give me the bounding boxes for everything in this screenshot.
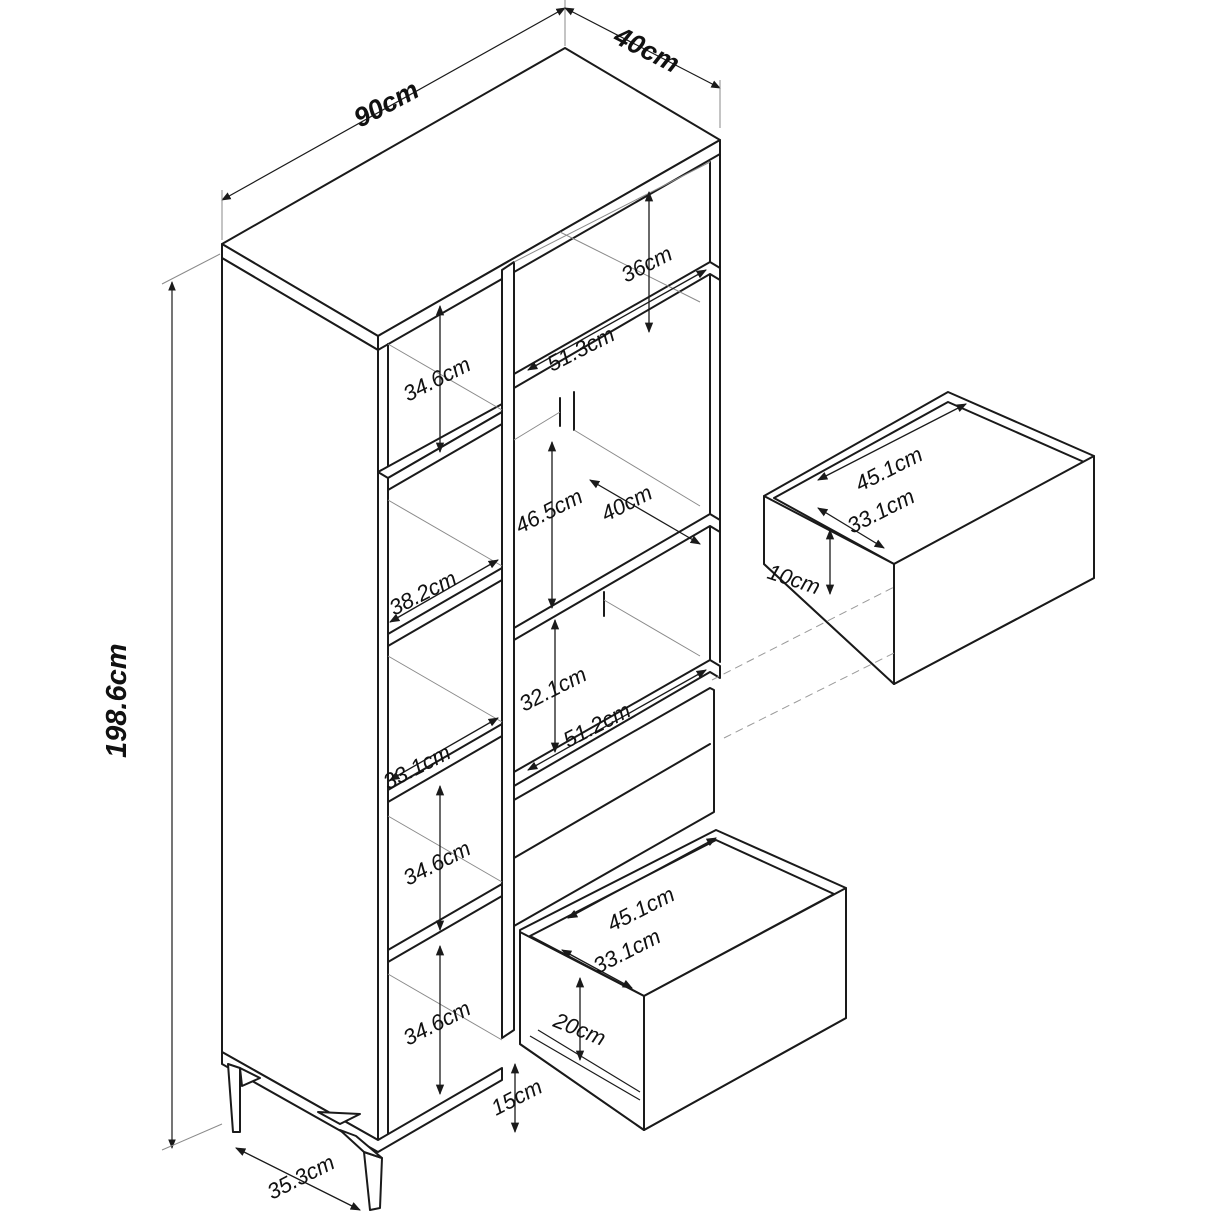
label-width: 90cm <box>349 74 424 133</box>
label-left-top-height: 34.6cm <box>399 351 475 406</box>
overall-height-dimension <box>161 253 223 1151</box>
label-middle-opening-height: 46.5cm <box>511 483 587 538</box>
label-top-shelf-width: 51.3cm <box>543 321 619 376</box>
center-divider <box>501 261 515 1039</box>
label-top-cabinet-height: 36cm <box>617 241 676 288</box>
left-side-panel <box>221 257 379 1141</box>
inner-dimension-arrows <box>235 190 967 1211</box>
label-left-shelf-width: 38.2cm <box>385 565 461 620</box>
label-depth: 40cm <box>608 20 684 79</box>
cabinet-body <box>221 47 721 1153</box>
overall-depth-dimension <box>564 7 721 128</box>
label-left-bottom-height: 34.6cm <box>399 995 475 1050</box>
label-middle-opening-depth: 40cm <box>597 480 656 527</box>
label-height: 198.6cm <box>101 644 133 759</box>
legs <box>227 1063 383 1211</box>
label-lower-opening-height: 32.1cm <box>515 661 591 716</box>
label-leg-span: 35.3cm <box>263 1149 339 1204</box>
